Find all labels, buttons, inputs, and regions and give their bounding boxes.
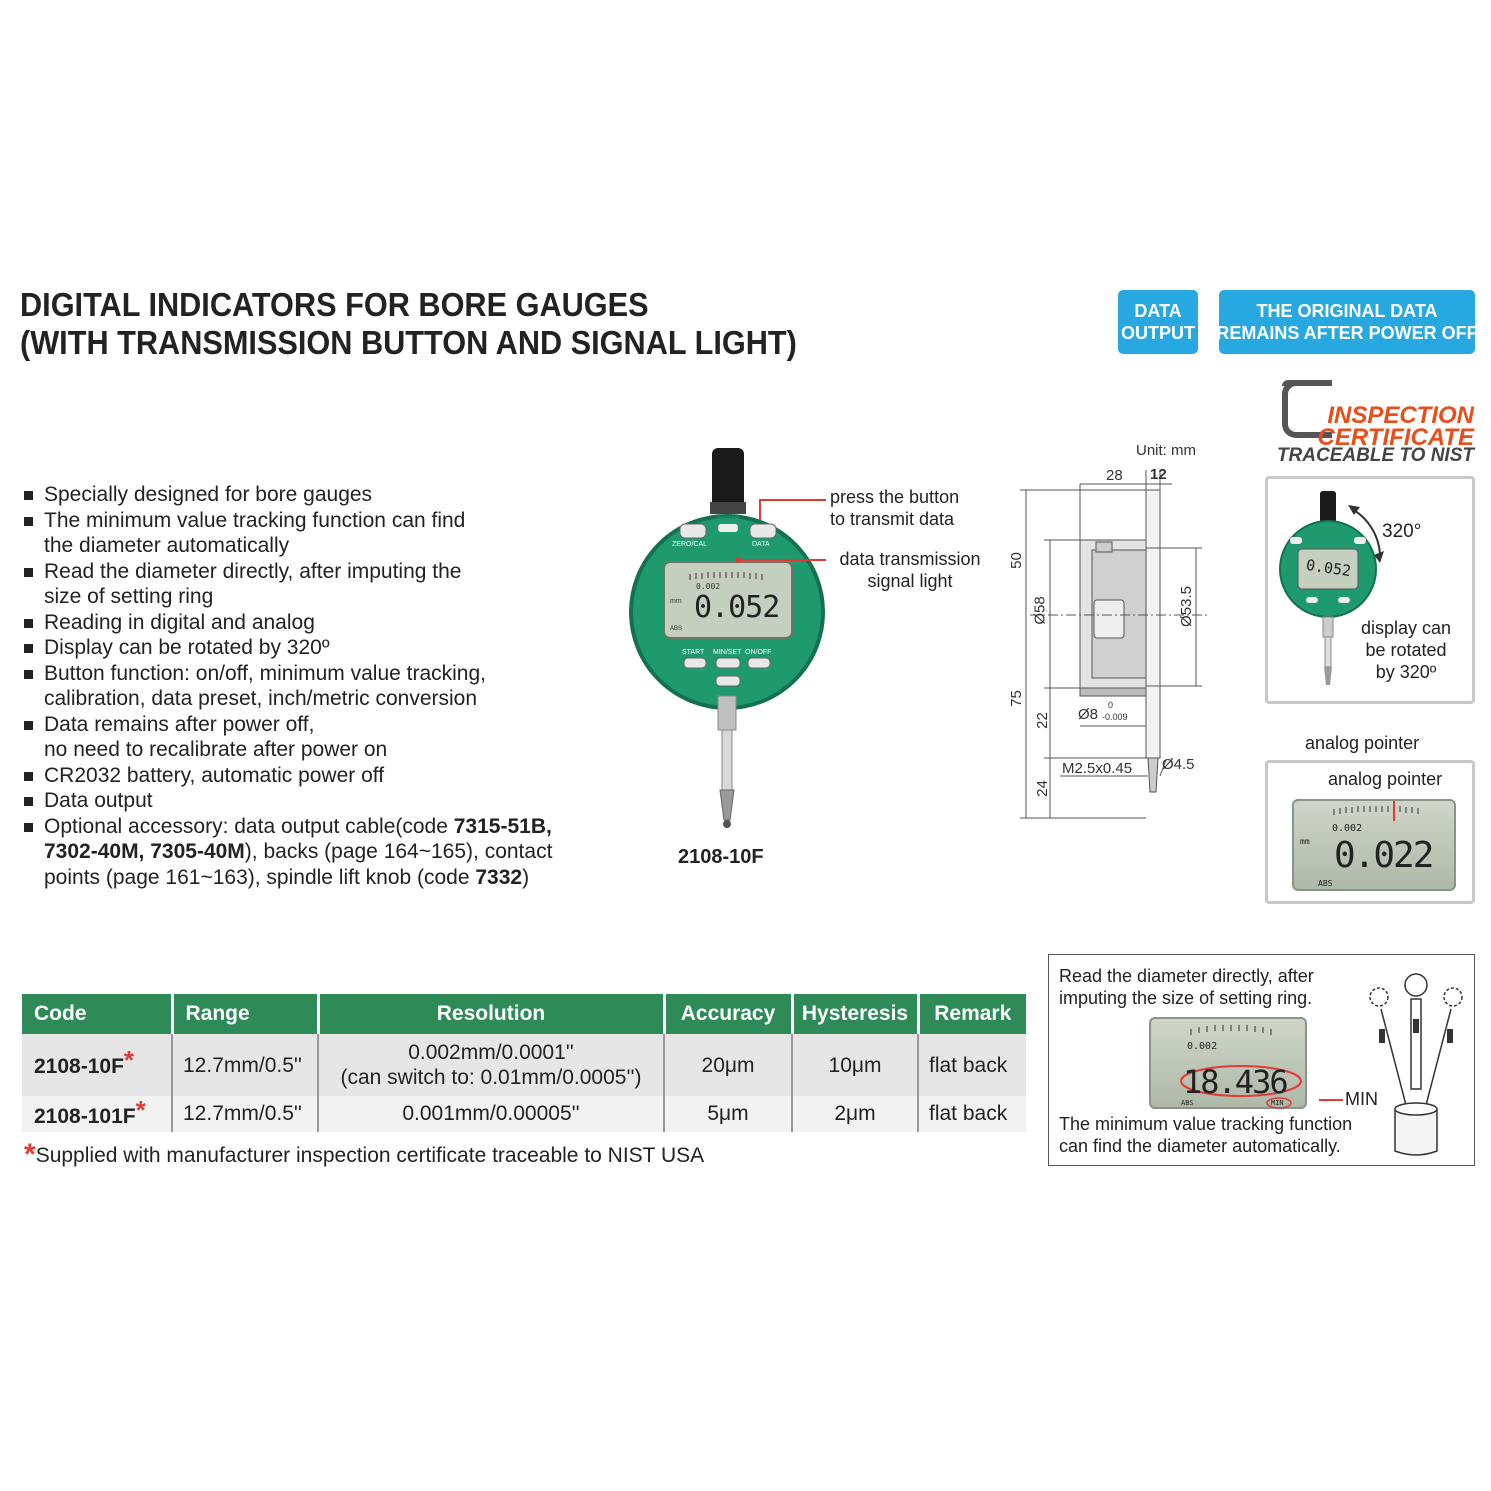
bore-gauge-illustration — [1369, 973, 1463, 1156]
cell-hysteresis: 2μm — [791, 1096, 918, 1132]
header-accuracy: Accuracy — [662, 994, 792, 1034]
analog-lcd-small: 0.002 — [1332, 823, 1363, 834]
cell-remark: flat back — [917, 1096, 1026, 1132]
rotation-text: display can be rotated by 320º — [1360, 618, 1452, 682]
gauge-brand-label: INSIZE — [716, 516, 740, 523]
gauge-lcd-value: 0.052 — [694, 590, 780, 625]
dim-28: 28 — [1106, 467, 1123, 484]
press-button-callout: press the button to transmit data — [830, 487, 960, 529]
dim-phi-4-5: Ø4.5 — [1162, 756, 1195, 773]
feature-item: Specially designed for bore gauges — [24, 482, 614, 508]
cell-accuracy: 20μm — [663, 1034, 792, 1096]
spec-table: Code Range Resolution Accuracy Hysteresi… — [22, 994, 1026, 1132]
dim-12: 12 — [1150, 466, 1167, 483]
dim-22: 22 — [1033, 712, 1051, 729]
feature-item: Data remains after power off,no need to … — [24, 712, 614, 763]
table-row: 2108-10F* 12.7mm/0.5'' 0.002mm/0.0001'' … — [22, 1034, 1026, 1096]
model-label: 2108-10F — [678, 846, 764, 868]
analog-lcd-abs: ABS — [1318, 879, 1333, 888]
feature-item: Button function: on/off, minimum value t… — [24, 661, 614, 712]
table-footnote: *Supplied with manufacturer inspection c… — [24, 1138, 705, 1171]
feature-item: CR2032 battery, automatic power off — [24, 763, 614, 789]
min-lcd-value: 18.436 — [1183, 1063, 1289, 1101]
gauge-onoff-label: ON/OFF — [745, 649, 772, 656]
cell-resolution: 0.001mm/0.00005'' — [317, 1096, 664, 1132]
certificate-subtitle: TRACEABLE TO NIST — [1276, 445, 1474, 466]
analog-lcd: 0.002 mm 0.022 ABS — [1292, 799, 1456, 891]
cell-range: 12.7mm/0.5'' — [171, 1096, 318, 1132]
table-row: 2108-101F* 12.7mm/0.5'' 0.001mm/0.00005'… — [22, 1095, 1026, 1132]
analog-pointer-box: analog pointer 0.002 mm 0.022 ABS — [1265, 760, 1475, 904]
title-line-1: DIGITAL INDICATORS FOR BORE GAUGES — [20, 286, 649, 323]
original-data-badge: THE ORIGINAL DATA REMAINS AFTER POWER OF… — [1216, 290, 1478, 354]
dim-50: 50 — [1007, 552, 1025, 569]
analog-lcd-value: 0.022 — [1334, 835, 1434, 876]
digital-indicator-image — [629, 448, 826, 828]
min-lcd-small: 0.002 — [1187, 1041, 1218, 1052]
data-output-badge: DATA OUTPUT — [1118, 290, 1198, 354]
header-code: Code — [22, 994, 172, 1034]
dimension-drawing: Unit: mm 28 12 50 Ø58 Ø53.5 75 22 Ø8 0 -… — [1000, 440, 1250, 830]
dim-58: Ø58 — [1031, 596, 1049, 625]
min-box-bottom-text: The minimum value tracking function can … — [1059, 1114, 1353, 1156]
table-header-row: Code Range Resolution Accuracy Hysteresi… — [22, 994, 1026, 1034]
dim-24: 24 — [1033, 780, 1051, 797]
analog-scale-ticks — [1333, 801, 1419, 821]
gauge-lcd-unit: mm — [670, 598, 682, 605]
cell-hysteresis: 10μm — [791, 1034, 918, 1096]
gauge-start-label: START — [682, 649, 705, 656]
min-lcd-min: MIN — [1271, 1099, 1284, 1107]
dim-phi-8: Ø8 0 -0.009 — [1078, 700, 1128, 723]
unit-label: Unit: mm — [1136, 442, 1196, 459]
cell-resolution: 0.002mm/0.0001'' (can switch to: 0.01mm/… — [317, 1034, 664, 1096]
gauge-illustration: INSIZE ZERO/CAL DATA 0.002 mm 0.052 ABS … — [620, 440, 1020, 868]
feature-item: Data output — [24, 788, 614, 814]
header-hysteresis: Hysteresis — [790, 994, 918, 1034]
feature-item: Reading in digital and analog — [24, 610, 614, 636]
header-range: Range — [170, 994, 318, 1034]
gauge-minset-label: MIN/SET — [713, 649, 742, 656]
min-label: MIN — [1345, 1089, 1378, 1109]
certificate-line-2: CERTIFICATE — [1317, 424, 1474, 451]
rotation-angle: 320° — [1382, 521, 1422, 542]
rotation-gauge-image — [1279, 491, 1384, 685]
gauge-data-label: DATA — [752, 541, 770, 548]
analog-pointer-inner-label: analog pointer — [1328, 769, 1443, 789]
gauge-lcd-abs: ABS — [670, 626, 683, 632]
min-lcd-abs: ABS — [1181, 1099, 1194, 1107]
min-lcd: 0.002 18.436 ABS MIN — [1149, 1017, 1307, 1109]
title-line-2: (WITH TRANSMISSION BUTTON AND SIGNAL LIG… — [20, 324, 797, 361]
min-box-top-text: Read the diameter directly, after imputi… — [1059, 966, 1314, 1008]
cell-code: 2108-10F* — [22, 1034, 172, 1096]
cell-accuracy: 5μm — [663, 1096, 792, 1132]
signal-light-callout: data transmission signal light — [839, 549, 981, 591]
analog-pointer-outer-label: analog pointer — [1305, 733, 1420, 753]
certificate-line-1: INSPECTION — [1327, 402, 1474, 429]
thread-label: M2.5x0.45 — [1062, 760, 1133, 777]
min-lcd-marks — [1180, 1025, 1302, 1109]
dim-53-5: Ø53.5 — [1177, 586, 1195, 627]
cell-range: 12.7mm/0.5'' — [171, 1034, 318, 1096]
cell-code: 2108-101F* — [22, 1095, 172, 1132]
header-resolution: Resolution — [316, 994, 664, 1034]
feature-item-accessory: Optional accessory: data output cable(co… — [24, 814, 614, 891]
dimension-drawing-svg — [1020, 470, 1210, 819]
gauge-zero-cal-label: ZERO/CAL — [672, 541, 708, 548]
feature-item: Display can be rotated by 320º — [24, 635, 614, 661]
feature-item: Read the diameter directly, after imputi… — [24, 559, 614, 610]
feature-item: The minimum value tracking function can … — [24, 508, 614, 559]
rotation-box: 0.052 320° display can be rotated by 320… — [1265, 476, 1475, 704]
header-remark: Remark — [916, 994, 1026, 1034]
dim-75: 75 — [1007, 690, 1025, 707]
inspection-certificate-logo: INSPECTION CERTIFICATE TRACEABLE TO NIST — [1276, 378, 1476, 470]
analog-lcd-unit: mm — [1300, 837, 1310, 846]
min-tracking-box: Read the diameter directly, after imputi… — [1048, 954, 1475, 1166]
feature-list: Specially designed for bore gauges The m… — [24, 482, 614, 890]
gauge-lcd-small: 0.002 — [696, 582, 721, 591]
cell-remark: flat back — [917, 1034, 1026, 1096]
page-title: DIGITAL INDICATORS FOR BORE GAUGES (WITH… — [20, 286, 950, 362]
